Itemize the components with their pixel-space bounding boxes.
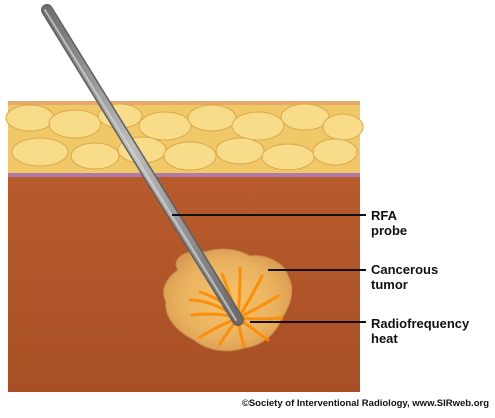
rfa-probe-label-line-1: RFA [371, 208, 407, 223]
fat-layer [6, 101, 363, 177]
radiofrequency-heat-label-line-2: heat [371, 331, 469, 346]
radiofrequency-heat-label-line-1: Radiofrequency [371, 316, 469, 331]
copyright-credit: ©Society of Interventional Radiology, ww… [242, 398, 489, 409]
rfa-probe-label-line-2: probe [371, 223, 407, 238]
radiofrequency-heat-label: Radiofrequency heat [371, 316, 469, 346]
cancerous-tumor-label-line-2: tumor [371, 277, 438, 292]
cancerous-tumor-label: Cancerous tumor [371, 262, 438, 292]
rfa-probe-label: RFA probe [371, 208, 407, 238]
cancerous-tumor-label-line-1: Cancerous [371, 262, 438, 277]
